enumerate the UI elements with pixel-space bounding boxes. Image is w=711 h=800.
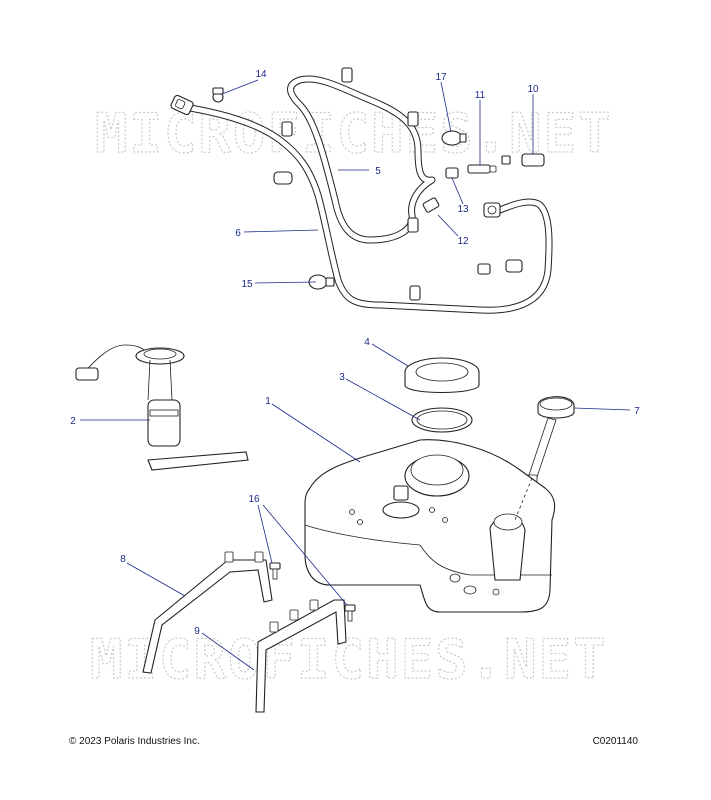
callout-12: 12: [457, 236, 469, 247]
callout-4: 4: [364, 337, 370, 348]
hose-clamp-15[interactable]: [308, 274, 335, 290]
callout-7: 7: [634, 406, 640, 417]
tank-strap-9[interactable]: [255, 599, 347, 713]
callout-3: 3: [339, 372, 345, 383]
hose-clip-lower: [273, 171, 523, 301]
callout-14: 14: [255, 69, 267, 80]
hose-clamp-17[interactable]: [441, 130, 467, 146]
callout-2: 2: [70, 416, 76, 427]
connector-11[interactable]: [467, 164, 497, 174]
callout-15: 15: [241, 279, 253, 290]
callout-8: 8: [120, 554, 126, 565]
callout-9: 9: [194, 626, 200, 637]
figure-id: C0201140: [592, 736, 638, 747]
bolt-16-a[interactable]: [269, 562, 281, 580]
callout-10: 10: [527, 84, 539, 95]
lock-ring-4[interactable]: [404, 357, 480, 394]
hose-clamp-14[interactable]: [212, 87, 224, 103]
tank-strap-8[interactable]: [142, 551, 273, 674]
hose-end-fitting-left: [170, 94, 194, 116]
fuel-pump-2[interactable]: [75, 344, 249, 471]
callout-1: 1: [265, 396, 271, 407]
fuel-level-sender-7[interactable]: [524, 396, 575, 486]
vent-hose-5[interactable]: [287, 75, 436, 244]
hose-end-fitting-right: [483, 202, 501, 218]
vent-hose-6[interactable]: [186, 104, 553, 314]
callout-17: 17: [435, 72, 447, 83]
elbow-fitting-10[interactable]: [501, 153, 545, 167]
hose-clip-upper: [281, 67, 419, 137]
fitting-13[interactable]: [445, 167, 459, 179]
sender-install-line: [514, 477, 533, 521]
bolt-16-b[interactable]: [344, 604, 356, 622]
watermark-bottom: MICROFICHES.NET: [90, 628, 608, 691]
callout-13: 13: [457, 204, 469, 215]
callout-5: 5: [375, 166, 381, 177]
callout-6: 6: [235, 228, 241, 239]
callout-16: 16: [248, 494, 260, 505]
fuel-tank-1[interactable]: [304, 439, 556, 613]
callout-11: 11: [475, 90, 486, 101]
valve-12[interactable]: [407, 197, 440, 233]
leader-lines: [80, 79, 631, 671]
gasket-3[interactable]: [411, 407, 473, 433]
copyright-notice: © 2023 Polaris Industries Inc.: [69, 736, 200, 747]
